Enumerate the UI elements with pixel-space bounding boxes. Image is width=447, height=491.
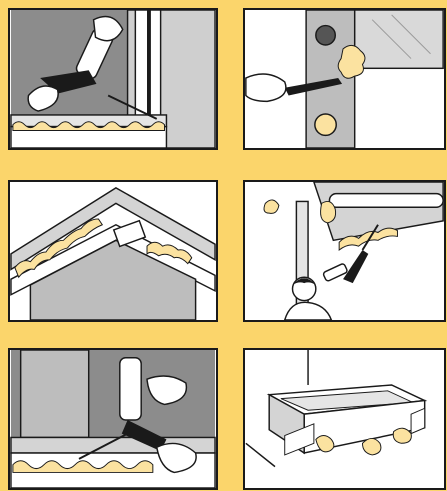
pipe-foam-illustration	[245, 182, 444, 320]
panel-pipe-penetration-foam	[243, 180, 446, 322]
foam-blob	[321, 201, 336, 222]
foam-blob	[264, 200, 279, 213]
frame-gap-illustration	[10, 350, 216, 488]
panel-frame-gap-foam	[8, 348, 218, 490]
panel-rafter-joint-foam	[8, 180, 218, 322]
window-frame-illustration	[10, 10, 216, 148]
panel-knife-trim-foam	[243, 8, 446, 150]
trim-foam-illustration	[245, 10, 444, 148]
hand-icon	[246, 74, 286, 101]
bathtub-illustration	[245, 350, 444, 488]
rafter-joint-illustration	[10, 182, 216, 320]
panel-window-frame-foam	[8, 8, 218, 150]
panel-bathtub-foam	[243, 348, 446, 490]
foam-blob	[393, 428, 411, 443]
